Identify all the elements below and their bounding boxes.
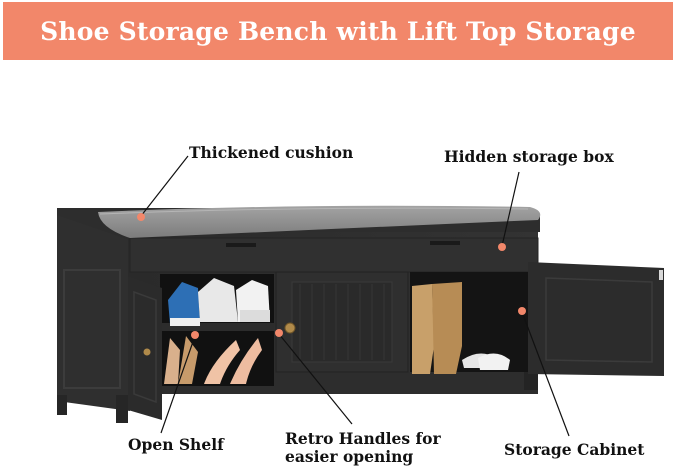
callout-retro-line2: easier opening <box>285 446 414 466</box>
leader-lines <box>140 155 570 437</box>
right-door <box>528 262 664 376</box>
callout-retro-handles: Retro Handles for easier opening <box>285 430 441 466</box>
right-compartment <box>410 272 528 374</box>
cushion <box>98 205 541 238</box>
callout-hidden-storage-box: Hidden storage box <box>444 147 614 166</box>
banner-title: Shoe Storage Bench with Lift Top Storage <box>40 16 636 46</box>
callout-open-shelf: Open Shelf <box>128 435 224 454</box>
title-banner: Shoe Storage Bench with Lift Top Storage <box>3 2 673 60</box>
left-door <box>128 276 162 420</box>
callout-thickened-cushion: Thickened cushion <box>189 143 354 162</box>
middle-door <box>275 271 409 373</box>
callout-retro-line1: Retro Handles for <box>285 429 441 448</box>
callout-storage-cabinet: Storage Cabinet <box>504 440 645 459</box>
open-shelf <box>160 274 274 386</box>
leader-dots <box>137 213 526 339</box>
